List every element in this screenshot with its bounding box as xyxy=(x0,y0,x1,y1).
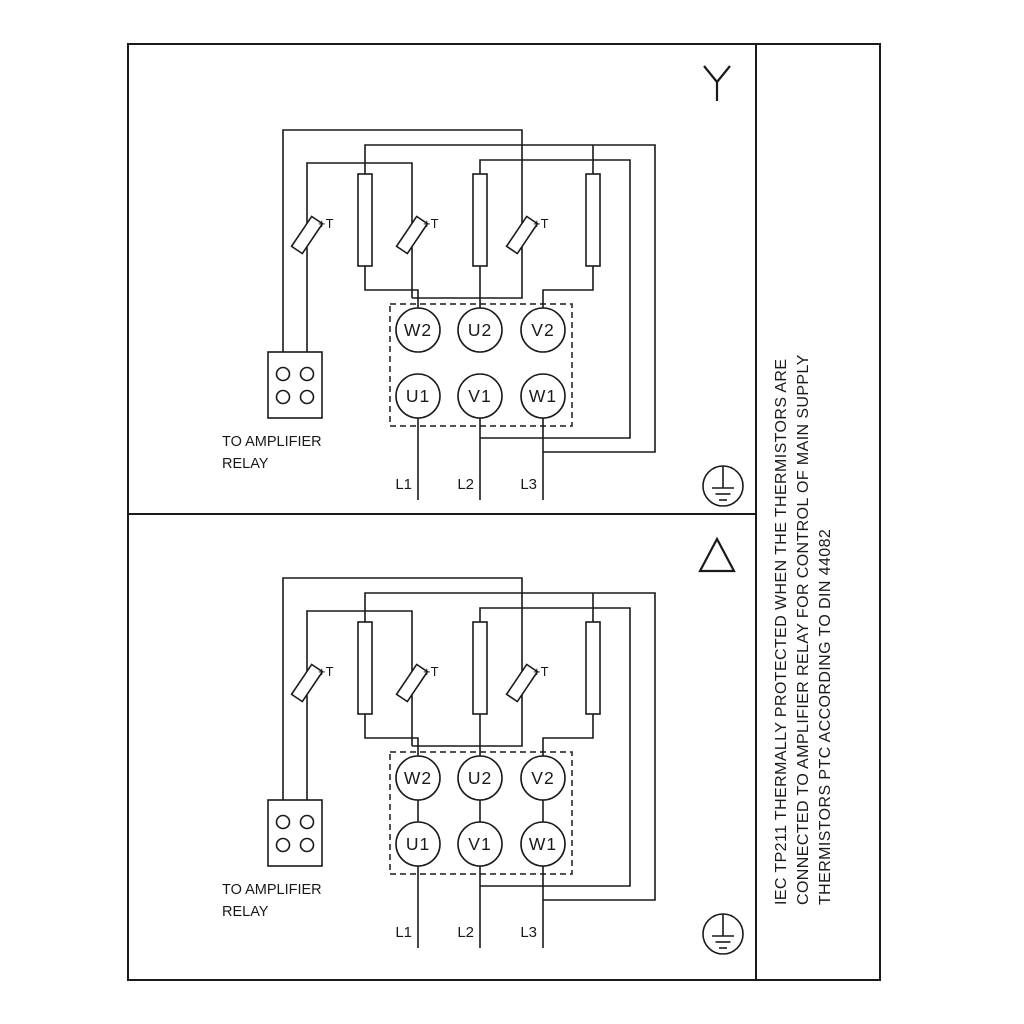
thermistor-label: +T xyxy=(318,664,334,679)
terminal-label-w2: W2 xyxy=(404,768,432,788)
drawing-frame xyxy=(127,43,881,981)
relay-caption-line2: RELAY xyxy=(222,456,269,472)
terminal-label-v1: V1 xyxy=(468,834,491,854)
thermistor-label: +T xyxy=(533,664,549,679)
terminal-label-v2: V2 xyxy=(531,768,554,788)
thermistor-label: +T xyxy=(318,216,334,231)
relay-caption-line2: RELAY xyxy=(222,904,269,920)
star-motor-circuit xyxy=(267,129,656,501)
supply-label-l3: L3 xyxy=(520,476,537,493)
side-note-line1: IEC TP211 THERMALLY PROTECTED WHEN THE T… xyxy=(773,359,790,905)
supply-label-l1: L1 xyxy=(395,924,412,941)
supply-label-l3: L3 xyxy=(520,924,537,941)
terminal-label-v1: V1 xyxy=(468,386,491,406)
terminal-label-u2: U2 xyxy=(468,320,492,340)
delta-connection-icon xyxy=(698,536,736,573)
terminal-label-w2: W2 xyxy=(404,320,432,340)
star-connection-icon xyxy=(703,65,731,101)
relay-caption-line1: TO AMPLIFIER xyxy=(222,882,322,898)
terminal-label-v2: V2 xyxy=(531,320,554,340)
thermistor-label: +T xyxy=(533,216,549,231)
terminal-label-w1: W1 xyxy=(529,386,557,406)
relay-caption-line1: TO AMPLIFIER xyxy=(222,434,322,450)
star-connection-diagram: +T +T +T W2 U2 V2 U1 V1 W1 TO AMPLIFIER … xyxy=(222,65,744,507)
thermistor-label: +T xyxy=(423,664,439,679)
supply-label-l2: L2 xyxy=(457,476,474,493)
thermistor-label: +T xyxy=(423,216,439,231)
terminal-label-u1: U1 xyxy=(406,834,430,854)
terminal-label-u2: U2 xyxy=(468,768,492,788)
supply-label-l1: L1 xyxy=(395,476,412,493)
delta-terminal-links xyxy=(417,800,544,822)
side-note-line2: CONNECTED TO AMPLIFIER RELAY FOR CONTROL… xyxy=(795,354,812,905)
delta-motor-circuit xyxy=(267,577,656,949)
delta-connection-diagram: +T +T +T W2 U2 V2 U1 V1 W1 TO AMPLIFIER … xyxy=(222,536,744,955)
star-ground-symbol xyxy=(702,465,744,507)
side-note-line3: THERMISTORS PTC ACCORDING TO DIN 44082 xyxy=(817,529,834,905)
terminal-label-w1: W1 xyxy=(529,834,557,854)
side-note: IEC TP211 THERMALLY PROTECTED WHEN THE T… xyxy=(773,354,834,905)
delta-ground-symbol xyxy=(702,913,744,955)
supply-label-l2: L2 xyxy=(457,924,474,941)
terminal-label-u1: U1 xyxy=(406,386,430,406)
